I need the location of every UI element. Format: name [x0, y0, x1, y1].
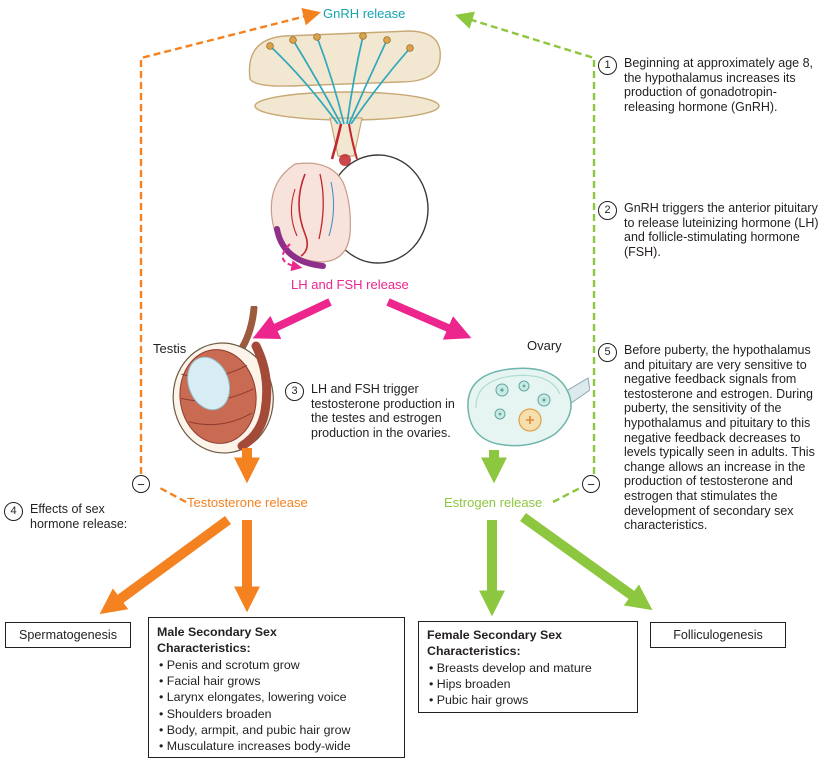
feedback-estrogen-to-minus	[552, 486, 581, 504]
list-item: Body, armpit, and pubic hair grow	[159, 722, 396, 738]
list-item: Shoulders broaden	[159, 706, 396, 722]
testis-illustration	[172, 306, 274, 454]
annotation-step-5: 5 Before puberty, the hypothalamus and p…	[598, 343, 820, 533]
gnrh-release-label: GnRH release	[323, 6, 406, 21]
annotation-text: Before puberty, the hypothalamus and pit…	[624, 343, 815, 533]
feedback-testosterone-to-minus	[159, 486, 187, 504]
folliculogenesis-box: Folliculogenesis	[650, 622, 786, 648]
male-characteristics-box: Male Secondary Sex Characteristics: Peni…	[148, 617, 405, 758]
estrogen-release-label: Estrogen release	[444, 495, 543, 510]
annotation-step-4: 4 Effects of sex hormone release:	[4, 502, 128, 531]
list-item: Larynx elongates, lowering voice	[159, 689, 396, 705]
ovary-body	[467, 367, 572, 447]
annotation-step-3: 3 LH and FSH trigger testosterone produc…	[285, 382, 463, 440]
list-item: Breasts develop and mature	[429, 660, 629, 676]
negative-feedback-minus-right: −	[582, 475, 600, 493]
annotation-step-2: 2 GnRH triggers the anterior pituitary t…	[598, 201, 820, 259]
ovary-illustration	[467, 367, 590, 447]
portal-vessels	[330, 123, 358, 160]
list-item: Facial hair grows	[159, 673, 396, 689]
male-characteristics-list: Penis and scrotum growFacial hair growsL…	[157, 657, 396, 754]
minus-sign: −	[137, 476, 145, 492]
step-number-badge: 1	[598, 56, 617, 75]
testosterone-release-label: Testosterone release	[187, 495, 308, 510]
list-item: Hips broaden	[429, 676, 629, 692]
spermatogenesis-label: Spermatogenesis	[18, 628, 117, 642]
step-number-badge: 4	[4, 502, 23, 521]
hypothalamus-pituitary-illustration	[248, 30, 441, 269]
female-characteristics-list: Breasts develop and matureHips broadenPu…	[427, 660, 629, 708]
folliculogenesis-label: Folliculogenesis	[673, 628, 763, 642]
list-item: Musculature increases body-wide	[159, 738, 396, 754]
vas-deferens	[238, 306, 258, 352]
negative-feedback-minus-left: −	[132, 475, 150, 493]
annotation-text: GnRH triggers the anterior pituitary to …	[624, 201, 819, 259]
ovary-label: Ovary	[527, 338, 562, 353]
annotation-step-1: 1 Beginning at approximately age 8, the …	[598, 56, 820, 114]
step-number-badge: 5	[598, 343, 617, 362]
step-number-badge: 2	[598, 201, 617, 220]
vessel-plexus	[339, 154, 351, 166]
annotation-text: Beginning at approximately age 8, the hy…	[624, 56, 814, 114]
minus-sign: −	[587, 476, 595, 492]
step-number-badge: 3	[285, 382, 304, 401]
annotation-text: LH and FSH trigger testosterone producti…	[311, 382, 455, 440]
female-characteristics-title: Female Secondary Sex Characteristics:	[427, 628, 562, 658]
testis-label: Testis	[153, 341, 187, 356]
list-item: Pubic hair grows	[429, 692, 629, 708]
lh-fsh-release-label: LH and FSH release	[291, 277, 409, 292]
spermatogenesis-box: Spermatogenesis	[5, 622, 131, 648]
arrow-testosterone-to-spermatogenesis	[99, 515, 231, 615]
annotation-text: Effects of sex hormone release:	[30, 502, 128, 531]
corpus-luteum	[518, 408, 542, 432]
arrow-lhfsh-to-ovary	[386, 298, 472, 340]
male-characteristics-title: Male Secondary Sex Characteristics:	[157, 625, 277, 655]
female-characteristics-box: Female Secondary Sex Characteristics: Br…	[418, 621, 638, 713]
list-item: Penis and scrotum grow	[159, 657, 396, 673]
